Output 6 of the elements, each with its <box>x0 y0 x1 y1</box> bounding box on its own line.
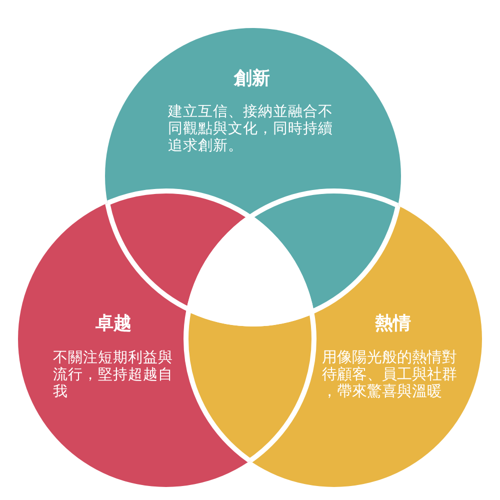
circle-heading: 創新 <box>232 68 271 90</box>
circle-heading: 卓越 <box>94 313 132 335</box>
circle-heading: 熱情 <box>374 313 412 335</box>
circle-description: 用像陽光般的熱情對待顧客、員工與社群，帶來驚喜與溫暖 <box>322 349 458 400</box>
circle-description: 不關注短期利益與流行，堅持超越自我 <box>53 349 174 400</box>
circle-description: 建立互信、接納並融合不同觀點與文化，同時持續追求創新。 <box>168 104 334 155</box>
